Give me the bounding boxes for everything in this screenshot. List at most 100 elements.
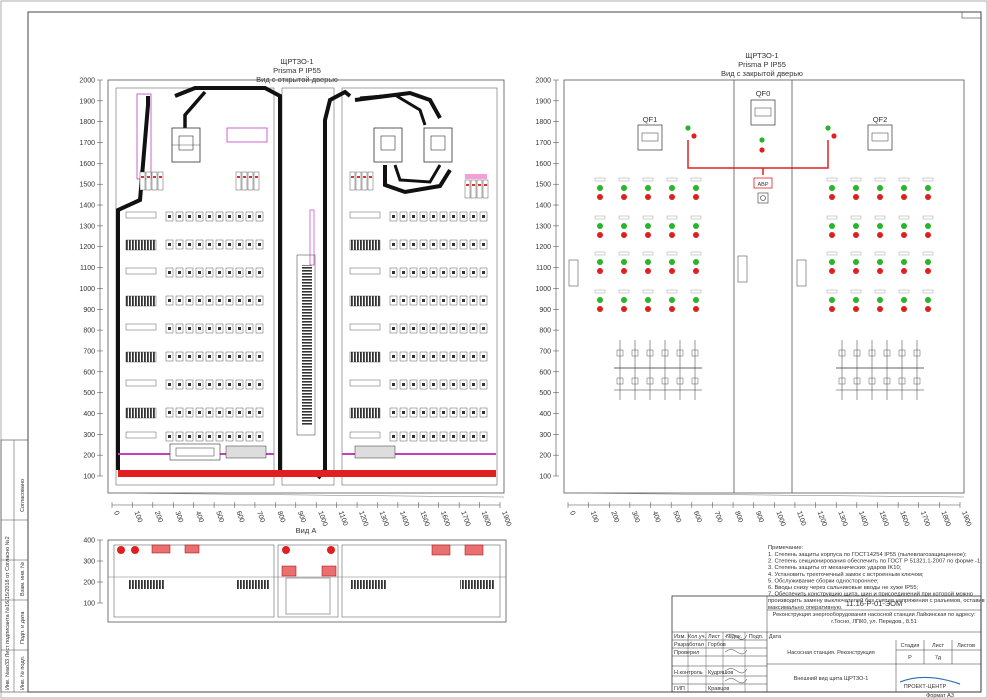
x-tick-label: 1800 [480, 510, 492, 527]
y-tick-label: 1900 [79, 98, 95, 105]
lamp-tag [594, 289, 606, 294]
module-toggle [462, 243, 465, 246]
lamp-green [645, 259, 651, 265]
module-toggle [238, 243, 241, 246]
x-tick-label: 400 [651, 510, 662, 523]
lamp-green [597, 185, 603, 191]
lamp-tag [922, 177, 934, 182]
scheme-device [616, 349, 624, 357]
module-toggle [462, 327, 465, 330]
note-line: 1. Степень защиты корпуса по ГОСТ14254 I… [768, 552, 967, 558]
scheme-device [838, 377, 846, 385]
left-view: ЩРТЗО-1 Prisma P IP55 Вид с открытой две… [79, 57, 512, 527]
x-tick-label: 1000 [774, 510, 786, 527]
x-tick-label: 1500 [878, 510, 890, 527]
control-line [687, 140, 829, 169]
module-toggle [422, 411, 425, 414]
x-tick-label: 400 [194, 510, 205, 523]
lamp-control [691, 133, 697, 139]
small-module [145, 171, 152, 191]
module-toggle [248, 215, 251, 218]
module-toggle [432, 327, 435, 330]
y-tick-label: 1700 [535, 140, 551, 147]
module-toggle [392, 327, 395, 330]
module-toggle [188, 355, 191, 358]
lamp-red [621, 306, 627, 312]
lamp-red [621, 268, 627, 274]
y-tick-label: 400 [83, 411, 95, 418]
scheme-device [646, 349, 654, 357]
signature-2 [724, 649, 748, 655]
x-tick-label: 800 [275, 510, 286, 523]
lamp-tag [874, 251, 886, 256]
module-toggle [482, 435, 485, 438]
title-block-role: Разработал [674, 642, 704, 648]
module-block [125, 211, 157, 219]
lamp-red [597, 268, 603, 274]
title-block-header: Изм. [674, 634, 686, 640]
lamp-red [669, 194, 675, 200]
lamp-red [829, 306, 835, 312]
module-toggle [198, 327, 201, 330]
side-sign: Подп. и дата [20, 611, 26, 644]
y-tick-label: 1500 [79, 182, 95, 189]
lamp-green [669, 259, 675, 265]
lamp-red [925, 232, 931, 238]
lamp-tag [642, 289, 654, 294]
right-title: ЩРТЗО-1 [745, 51, 778, 60]
lamp-red [877, 194, 883, 200]
module-toggle [228, 327, 231, 330]
scheme-device [898, 377, 906, 385]
lamp-green [829, 297, 835, 303]
note-line: 7. Обеспечить конструкцию щита, шин и пр… [768, 591, 973, 598]
small-module [464, 179, 471, 199]
module-toggle [248, 435, 251, 438]
lamp-green [621, 223, 627, 229]
module-toggle [412, 355, 415, 358]
module-toggle [452, 299, 455, 302]
scheme-device [853, 349, 861, 357]
module-toggle [412, 243, 415, 246]
scheme-device [676, 377, 684, 385]
x-tick-label: 1000 [316, 510, 328, 527]
lamp-green [597, 259, 603, 265]
x-tick-label: 1900 [500, 510, 512, 527]
module-toggle [482, 327, 485, 330]
module-toggle [218, 383, 221, 386]
side-agreed: Согласовано [20, 479, 26, 512]
module-toggle [392, 435, 395, 438]
lamp-tag [898, 177, 910, 182]
module-toggle [392, 243, 395, 246]
module-toggle [462, 383, 465, 386]
left-module-rows [125, 171, 489, 442]
lamp-tag [666, 177, 678, 182]
module-toggle [208, 243, 211, 246]
y-tick-label: 800 [83, 328, 95, 335]
small-module-mark [159, 176, 162, 178]
lamp-red [829, 194, 835, 200]
module-toggle [462, 271, 465, 274]
module-toggle [178, 355, 181, 358]
lamp-red [901, 268, 907, 274]
module-toggle [402, 383, 405, 386]
sheet-number: 7д [935, 655, 942, 661]
x-tick-label: 700 [713, 510, 724, 523]
module-toggle [248, 243, 251, 246]
module-toggle [208, 383, 211, 386]
module-block [125, 407, 157, 419]
lamp-tag [850, 289, 862, 294]
title-block: 11.16-Р-01-ЭОМ Реконструкция энергообору… [671, 595, 982, 699]
module-toggle [462, 411, 465, 414]
small-module [235, 171, 242, 191]
module-toggle [188, 243, 191, 246]
title-block-header: №док. [726, 634, 743, 640]
x-tick-label: 600 [235, 510, 246, 523]
lamp-green [829, 223, 835, 229]
y-tick-label: 2000 [79, 78, 95, 85]
indicator-lamp-grid [594, 125, 934, 312]
lamp-green [645, 223, 651, 229]
